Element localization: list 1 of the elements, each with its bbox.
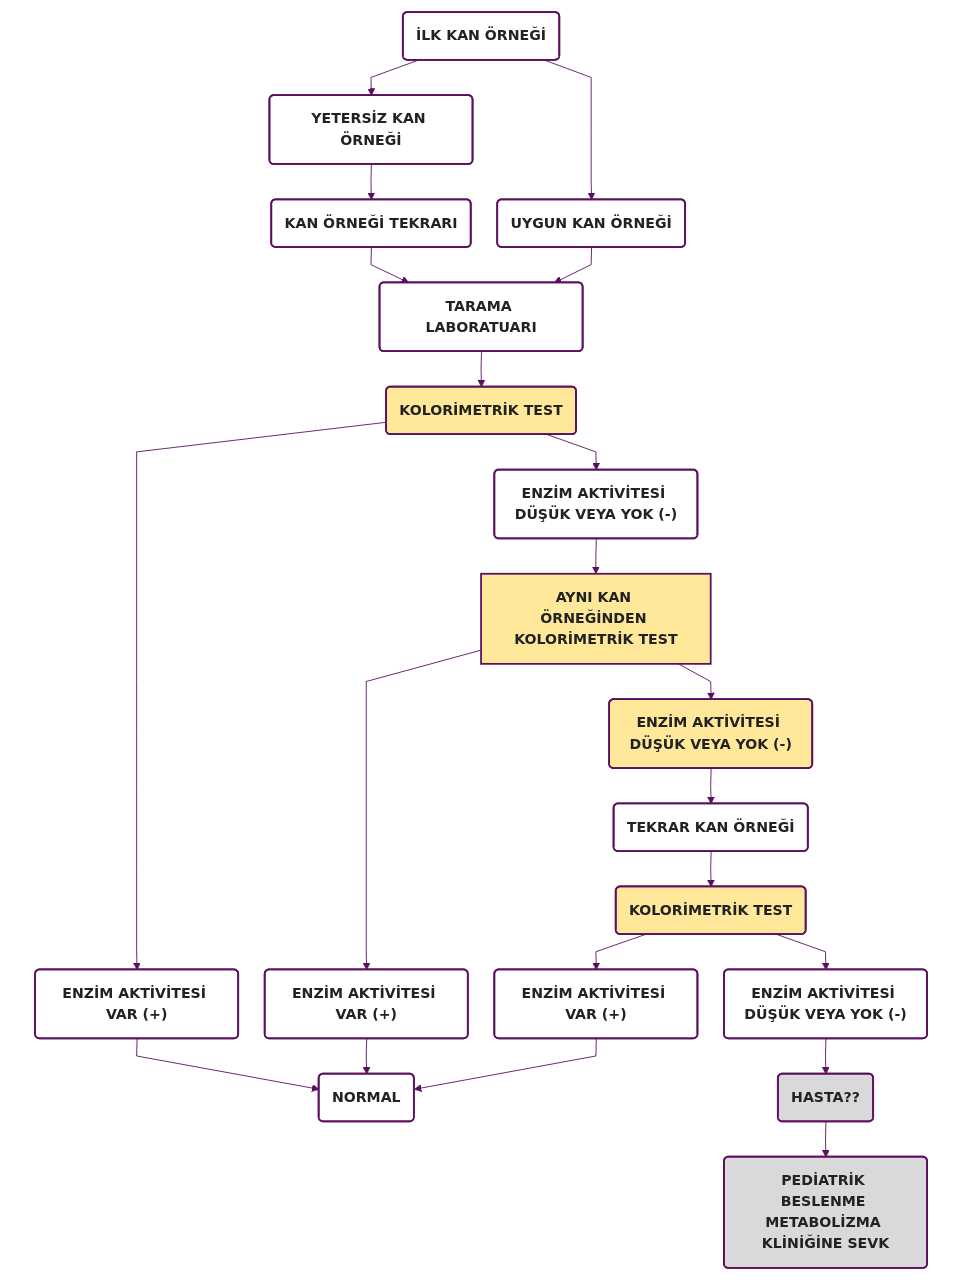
node-box: AYNI KAN ÖRNEĞİNDEN KOLORİMETRİK TEST xyxy=(480,572,712,665)
